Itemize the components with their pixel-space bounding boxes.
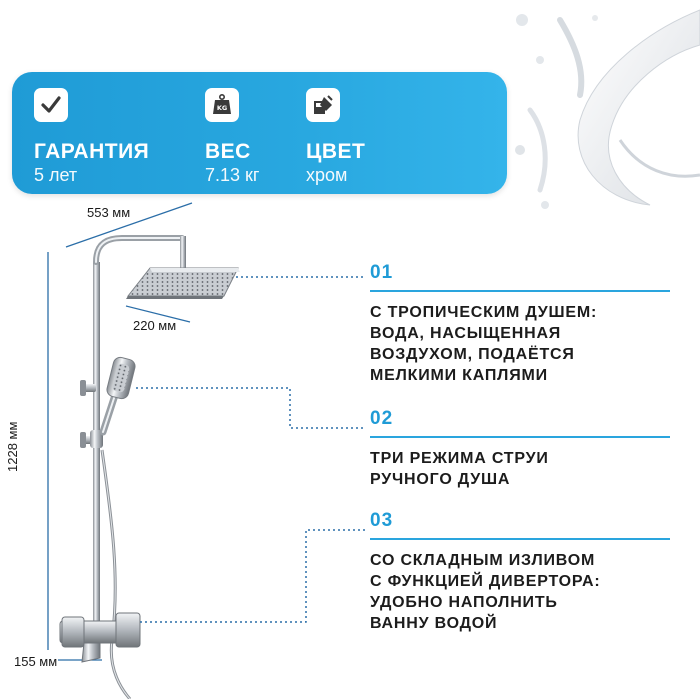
- mixer-body: [59, 612, 141, 663]
- milk-splash-decoration: [515, 9, 700, 209]
- color-palette-icon: [306, 88, 340, 122]
- checkmark-icon: [34, 88, 68, 122]
- spec-value: 7.13 кг: [205, 165, 260, 185]
- dimension-head-label: 220 мм: [133, 318, 177, 333]
- feature-folding-spout: 03 СО СКЛАДНЫМ ИЗЛИВОМ С ФУНКЦИЕЙ ДИВЕРТ…: [370, 510, 670, 634]
- feature-text: СО СКЛАДНЫМ ИЗЛИВОМ С ФУНКЦИЕЙ ДИВЕРТОРА…: [370, 552, 601, 632]
- shower-arm: [93, 235, 185, 265]
- dimension-height-label: 1228 мм: [5, 421, 20, 472]
- rain-shower-head: [126, 267, 240, 299]
- spec-color: ЦВЕТ хром: [306, 88, 365, 186]
- spec-value: хром: [306, 165, 348, 185]
- feature-text: ТРИ РЕЖИМА СТРУИ РУЧНОГО ДУША: [370, 450, 549, 488]
- spec-title: ЦВЕТ: [306, 140, 366, 163]
- shower-hose: [100, 449, 132, 699]
- dimension-width-label: 553 мм: [87, 205, 131, 220]
- dimension-lines: [47, 202, 193, 661]
- folding-spout: [81, 642, 101, 663]
- feature-connectors: [136, 276, 365, 623]
- weight-icon-label: KG: [217, 104, 227, 112]
- feature-divider: [370, 436, 670, 438]
- hand-shower: [99, 356, 136, 436]
- specs-banner: ГАРАНТИЯ 5 лет KG ВЕС 7.13 кг ЦВЕТ хром: [12, 72, 507, 194]
- spec-title: ВЕС: [205, 140, 251, 163]
- wall-bracket: [84, 384, 96, 392]
- weight-icon: KG: [205, 88, 239, 122]
- slide-holder: [90, 430, 103, 448]
- feature-text: С ТРОПИЧЕСКИМ ДУШЕМ: ВОДА, НАСЫЩЕННАЯ ВО…: [370, 304, 598, 384]
- feature-hand-shower-modes: 02 ТРИ РЕЖИМА СТРУИ РУЧНОГО ДУША: [370, 408, 670, 490]
- feature-divider: [370, 290, 670, 292]
- dimension-spout-label: 155 мм: [14, 654, 58, 669]
- feature-rain-shower: 01 С ТРОПИЧЕСКИМ ДУШЕМ: ВОДА, НАСЫЩЕННАЯ…: [370, 262, 670, 386]
- spec-weight: KG ВЕС 7.13 кг: [205, 88, 259, 186]
- feature-number: 03: [370, 510, 394, 531]
- feature-divider: [370, 538, 670, 540]
- feature-number: 02: [370, 408, 394, 429]
- spec-warranty: ГАРАНТИЯ 5 лет: [34, 88, 149, 186]
- feature-number: 01: [370, 262, 394, 283]
- spec-title: ГАРАНТИЯ: [34, 140, 150, 163]
- spec-value: 5 лет: [34, 165, 78, 185]
